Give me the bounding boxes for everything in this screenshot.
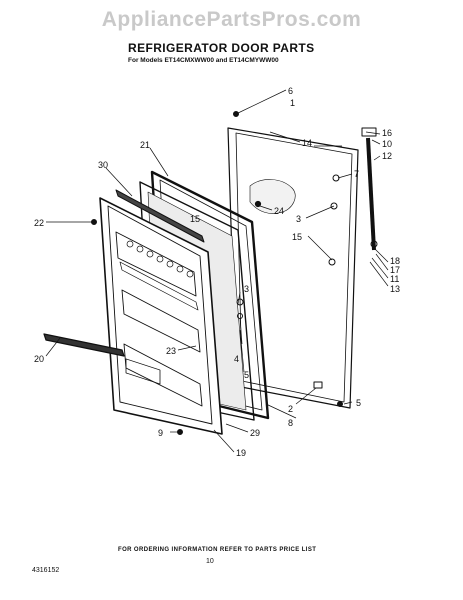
callout-15-right: 15 — [292, 232, 302, 242]
callout-14: 14 — [302, 138, 312, 148]
callout-9: 9 — [158, 428, 163, 438]
callout-15-left: 15 — [190, 214, 200, 224]
page-number: 10 — [206, 558, 214, 565]
callout-17: 17 — [390, 265, 400, 275]
callout-7: 7 — [354, 169, 359, 179]
callout-4: 4 — [234, 354, 239, 364]
top-trim-strip — [115, 189, 205, 243]
callout-8: 8 — [288, 418, 293, 428]
callout-10: 10 — [382, 139, 392, 149]
callout-18: 18 — [390, 256, 400, 266]
bottom-trim-bar — [43, 333, 125, 357]
callout-24: 24 — [274, 206, 284, 216]
page-title: REFRIGERATOR DOOR PARTS — [128, 41, 315, 55]
callout-29: 29 — [250, 428, 260, 438]
callout-21: 21 — [140, 140, 150, 150]
callout-labels: 6 1 14 16 10 12 7 3 15 18 17 11 13 24 21… — [34, 86, 400, 458]
inner-door-liner — [99, 197, 223, 435]
callout-5-center: 5 — [244, 370, 249, 380]
outer-door-panel — [227, 127, 359, 409]
callout-30: 30 — [98, 160, 108, 170]
callout-12: 12 — [382, 151, 392, 161]
ordering-footnote: FOR ORDERING INFORMATION REFER TO PARTS … — [118, 547, 317, 553]
diagram-part-number: 4316152 — [32, 567, 60, 574]
watermark: AppliancePartsPros.com — [101, 8, 362, 31]
callout-2: 2 — [288, 404, 293, 414]
callout-11: 11 — [390, 274, 399, 284]
leader-lines — [45, 89, 389, 453]
callout-5-right: 5 — [356, 398, 361, 408]
callout-3-upper: 3 — [296, 214, 301, 224]
callout-6: 6 — [288, 86, 293, 96]
egg-tray-cups — [126, 240, 194, 278]
callout-22: 22 — [34, 218, 44, 228]
hinge-bar — [361, 127, 378, 251]
callout-13: 13 — [390, 284, 400, 294]
callout-16: 16 — [382, 128, 392, 138]
page-subtitle: For Models ET14CMXWW00 and ET14CMYWW00 — [128, 57, 279, 64]
door-hardware — [91, 111, 343, 435]
callout-20: 20 — [34, 354, 44, 364]
callout-3-lower: 3 — [244, 284, 249, 294]
callout-23: 23 — [166, 346, 176, 356]
callout-19: 19 — [236, 448, 246, 458]
callout-1: 1 — [290, 98, 295, 108]
